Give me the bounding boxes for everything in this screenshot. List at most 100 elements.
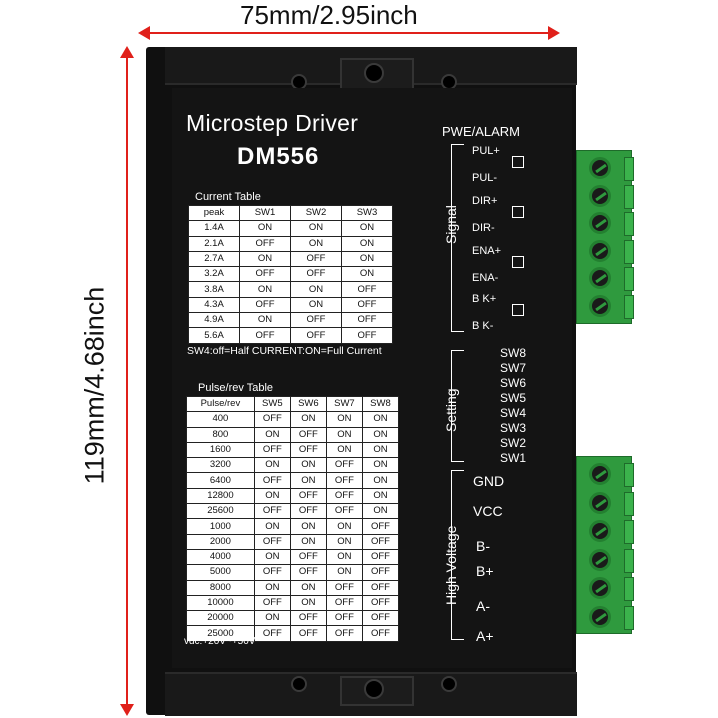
terminal-screw-icon[interactable] xyxy=(589,212,611,234)
pulse-table-header-cell: SW8 xyxy=(361,395,400,413)
terminal-rib xyxy=(624,520,634,544)
pulse-table-header-cell: SW5 xyxy=(253,395,291,413)
pulse-table-cell: OFF xyxy=(289,610,327,627)
pulse-table-cell: OFF xyxy=(325,457,363,474)
dip-switch-label: SW8 xyxy=(500,346,527,360)
device-model: DM556 xyxy=(237,143,320,170)
current-table-cell: ON xyxy=(340,220,394,237)
current-table-cell: OFF xyxy=(239,327,291,344)
pulse-table-cell: 12800 xyxy=(186,487,255,505)
screw-hole xyxy=(441,676,457,692)
setting-section-label: Setting xyxy=(443,388,459,432)
signal-pin-label: B K+ xyxy=(472,293,497,305)
terminal-screw-icon[interactable] xyxy=(589,577,611,599)
pulse-table-cell: ON xyxy=(253,487,291,505)
current-table-cell: 2.1A xyxy=(187,235,241,252)
terminal-rib xyxy=(624,294,634,319)
pulse-table-cell: ON xyxy=(253,457,291,474)
dip-switch-label: SW1 xyxy=(500,451,527,465)
terminal-rib xyxy=(624,491,634,516)
optocoupler-icon xyxy=(512,156,524,168)
pulse-table-cell: ON xyxy=(325,518,363,535)
pulse-table-cell: 10000 xyxy=(186,594,255,612)
pulse-table-cell: ON xyxy=(361,503,400,520)
pulse-table-cell: ON xyxy=(325,548,363,566)
signal-pin-label: PUL- xyxy=(472,172,498,184)
current-table-header-cell: SW1 xyxy=(239,204,291,222)
optocoupler-icon xyxy=(512,304,524,316)
current-table-cell: OFF xyxy=(290,327,342,344)
current-table-cell: 4.9A xyxy=(187,312,241,329)
power-pin-label: VCC xyxy=(473,503,503,519)
pulse-table-cell: OFF xyxy=(325,472,363,489)
terminal-rib xyxy=(624,184,634,209)
pulse-table-cell: OFF xyxy=(289,426,327,443)
terminal-rib xyxy=(624,548,634,573)
terminal-screw-icon[interactable] xyxy=(589,239,611,262)
terminal-screw-icon[interactable] xyxy=(589,548,611,571)
pulse-table-cell: 4000 xyxy=(186,548,255,566)
current-table-cell: 2.7A xyxy=(187,250,241,268)
terminal-screw-icon[interactable] xyxy=(589,184,611,207)
pwe-alarm-label: PWE/ALARM xyxy=(442,124,521,139)
signal-pin-label: B K- xyxy=(472,320,494,332)
pulse-table-cell: OFF xyxy=(253,503,291,520)
terminal-screw-icon[interactable] xyxy=(589,157,611,179)
current-table-cell: 3.8A xyxy=(187,281,241,298)
current-table-caption: Current Table xyxy=(195,191,261,203)
terminal-screw-icon[interactable] xyxy=(589,491,611,514)
dip-switch-label: SW3 xyxy=(500,421,527,435)
dip-switch-label: SW5 xyxy=(500,391,527,405)
high-voltage-section-label: High Voltage xyxy=(443,525,459,605)
terminal-screw-icon[interactable] xyxy=(589,520,611,542)
pulse-table-cell: ON xyxy=(325,441,363,459)
pulse-table-cell: 5000 xyxy=(186,564,255,581)
terminal-screw-icon[interactable] xyxy=(589,463,611,485)
pulse-table-cell: ON xyxy=(253,548,291,566)
terminal-rib xyxy=(624,157,634,181)
pulse-table-cell: 6400 xyxy=(186,472,255,489)
pulse-table-cell: OFF xyxy=(253,625,291,642)
height-dimension-arrow xyxy=(120,46,134,716)
power-terminal-block xyxy=(576,456,634,634)
pulse-table-header-cell: SW7 xyxy=(325,395,363,413)
pulse-table-cell: ON xyxy=(361,411,400,428)
pulse-table-cell: ON xyxy=(253,518,291,535)
current-table-cell: ON xyxy=(290,220,342,237)
terminal-screw-icon[interactable] xyxy=(589,267,611,289)
current-table-cell: 1.4A xyxy=(187,220,241,237)
pulse-table-cell: 25600 xyxy=(186,503,255,520)
current-table-cell: OFF xyxy=(340,312,394,329)
signal-pin-label: DIR- xyxy=(472,222,495,234)
terminal-screw-icon[interactable] xyxy=(589,294,611,317)
pulse-table-cell: ON xyxy=(325,533,363,550)
pulse-table-cell: 800 xyxy=(186,426,255,443)
dip-switch-label: SW6 xyxy=(500,376,527,390)
pulse-table-cell: ON xyxy=(325,411,363,428)
current-table-cell: ON xyxy=(239,220,291,237)
pulse-table-cell: OFF xyxy=(361,548,400,566)
pulse-table-cell: 1600 xyxy=(186,441,255,459)
pulse-table-cell: OFF xyxy=(361,625,400,642)
current-table-cell: ON xyxy=(239,312,291,329)
pulse-table-caption: Pulse/rev Table xyxy=(198,382,274,394)
pulse-table-cell: 2000 xyxy=(186,533,255,550)
dip-switch-label: SW2 xyxy=(500,436,527,450)
terminal-screw-icon[interactable] xyxy=(589,605,611,628)
current-table-cell: OFF xyxy=(239,296,291,314)
power-pin-label: B- xyxy=(476,538,490,554)
pulse-table-header-cell: SW6 xyxy=(289,395,327,413)
